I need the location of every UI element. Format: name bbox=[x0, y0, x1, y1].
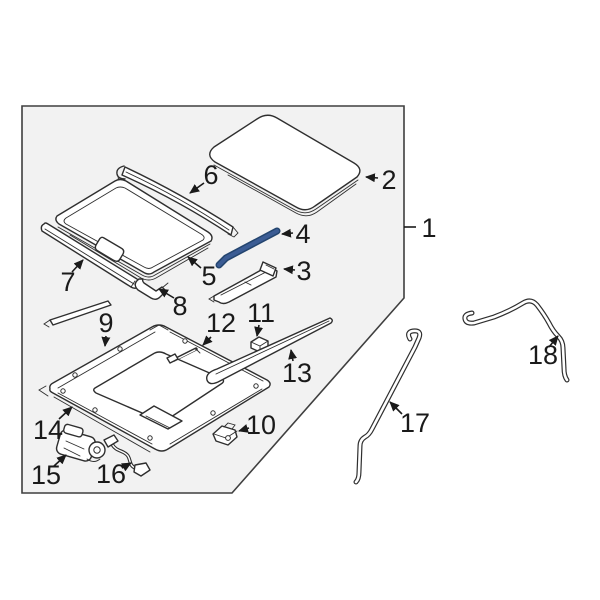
part-4-highlighted-rail bbox=[215, 227, 281, 269]
callout-labels: 1 2 3 4 5 6 7 8 9 10 11 12 13 14 15 16 1… bbox=[31, 160, 558, 490]
callout-2: 2 bbox=[381, 165, 396, 195]
arrow-10 bbox=[238, 424, 250, 433]
part-15-motor bbox=[55, 423, 106, 462]
arrow-13 bbox=[288, 349, 298, 362]
callout-15: 15 bbox=[31, 460, 61, 490]
frame-slide-plate bbox=[139, 405, 183, 430]
callout-14: 14 bbox=[33, 415, 63, 445]
arrow-18 bbox=[548, 335, 559, 348]
arrow-3 bbox=[283, 265, 296, 275]
leader-arrows bbox=[53, 173, 559, 472]
arrow-12 bbox=[202, 335, 213, 346]
arrow-5 bbox=[187, 256, 202, 269]
arrow-7 bbox=[71, 259, 84, 273]
callout-17: 17 bbox=[400, 408, 430, 438]
callout-11: 11 bbox=[247, 298, 275, 328]
arrow-2 bbox=[365, 173, 379, 183]
arrow-17 bbox=[389, 401, 403, 415]
callout-13: 13 bbox=[282, 358, 312, 388]
callout-4: 4 bbox=[295, 219, 310, 249]
arrow-15 bbox=[53, 454, 67, 467]
part-3-guide-rail bbox=[208, 261, 278, 305]
callout-6: 6 bbox=[203, 160, 218, 190]
arrow-8 bbox=[158, 288, 175, 299]
part-5-sunshade bbox=[55, 178, 213, 281]
part-13-side-rail bbox=[206, 317, 333, 385]
part-18-drain-hose bbox=[462, 298, 570, 383]
arrow-16 bbox=[120, 462, 132, 472]
callout-3: 3 bbox=[296, 256, 311, 286]
frame-deflector-bar bbox=[49, 300, 112, 326]
sunshade-handle bbox=[94, 236, 125, 262]
callout-16: 16 bbox=[96, 459, 126, 489]
callout-18: 18 bbox=[528, 340, 558, 370]
callout-7: 7 bbox=[60, 267, 75, 297]
part-17-drain-hose bbox=[353, 328, 423, 485]
part-10-bracket bbox=[212, 422, 238, 446]
arrow-14 bbox=[58, 406, 73, 420]
arrow-11 bbox=[254, 324, 264, 337]
arrow-9 bbox=[101, 335, 111, 347]
callout-10: 10 bbox=[246, 410, 276, 440]
arrow-6 bbox=[189, 182, 205, 194]
part-7-seal-strip bbox=[40, 222, 141, 289]
callout-12: 12 bbox=[206, 308, 236, 338]
callout-5: 5 bbox=[201, 261, 216, 291]
arrow-4 bbox=[281, 228, 294, 238]
part-2-glass-panel bbox=[209, 114, 361, 217]
part-12-rod bbox=[166, 347, 201, 364]
callout-1: 1 bbox=[421, 213, 436, 243]
callout-9: 9 bbox=[98, 308, 113, 338]
callout-8: 8 bbox=[172, 291, 187, 321]
part-9-frame-assembly bbox=[38, 300, 271, 453]
